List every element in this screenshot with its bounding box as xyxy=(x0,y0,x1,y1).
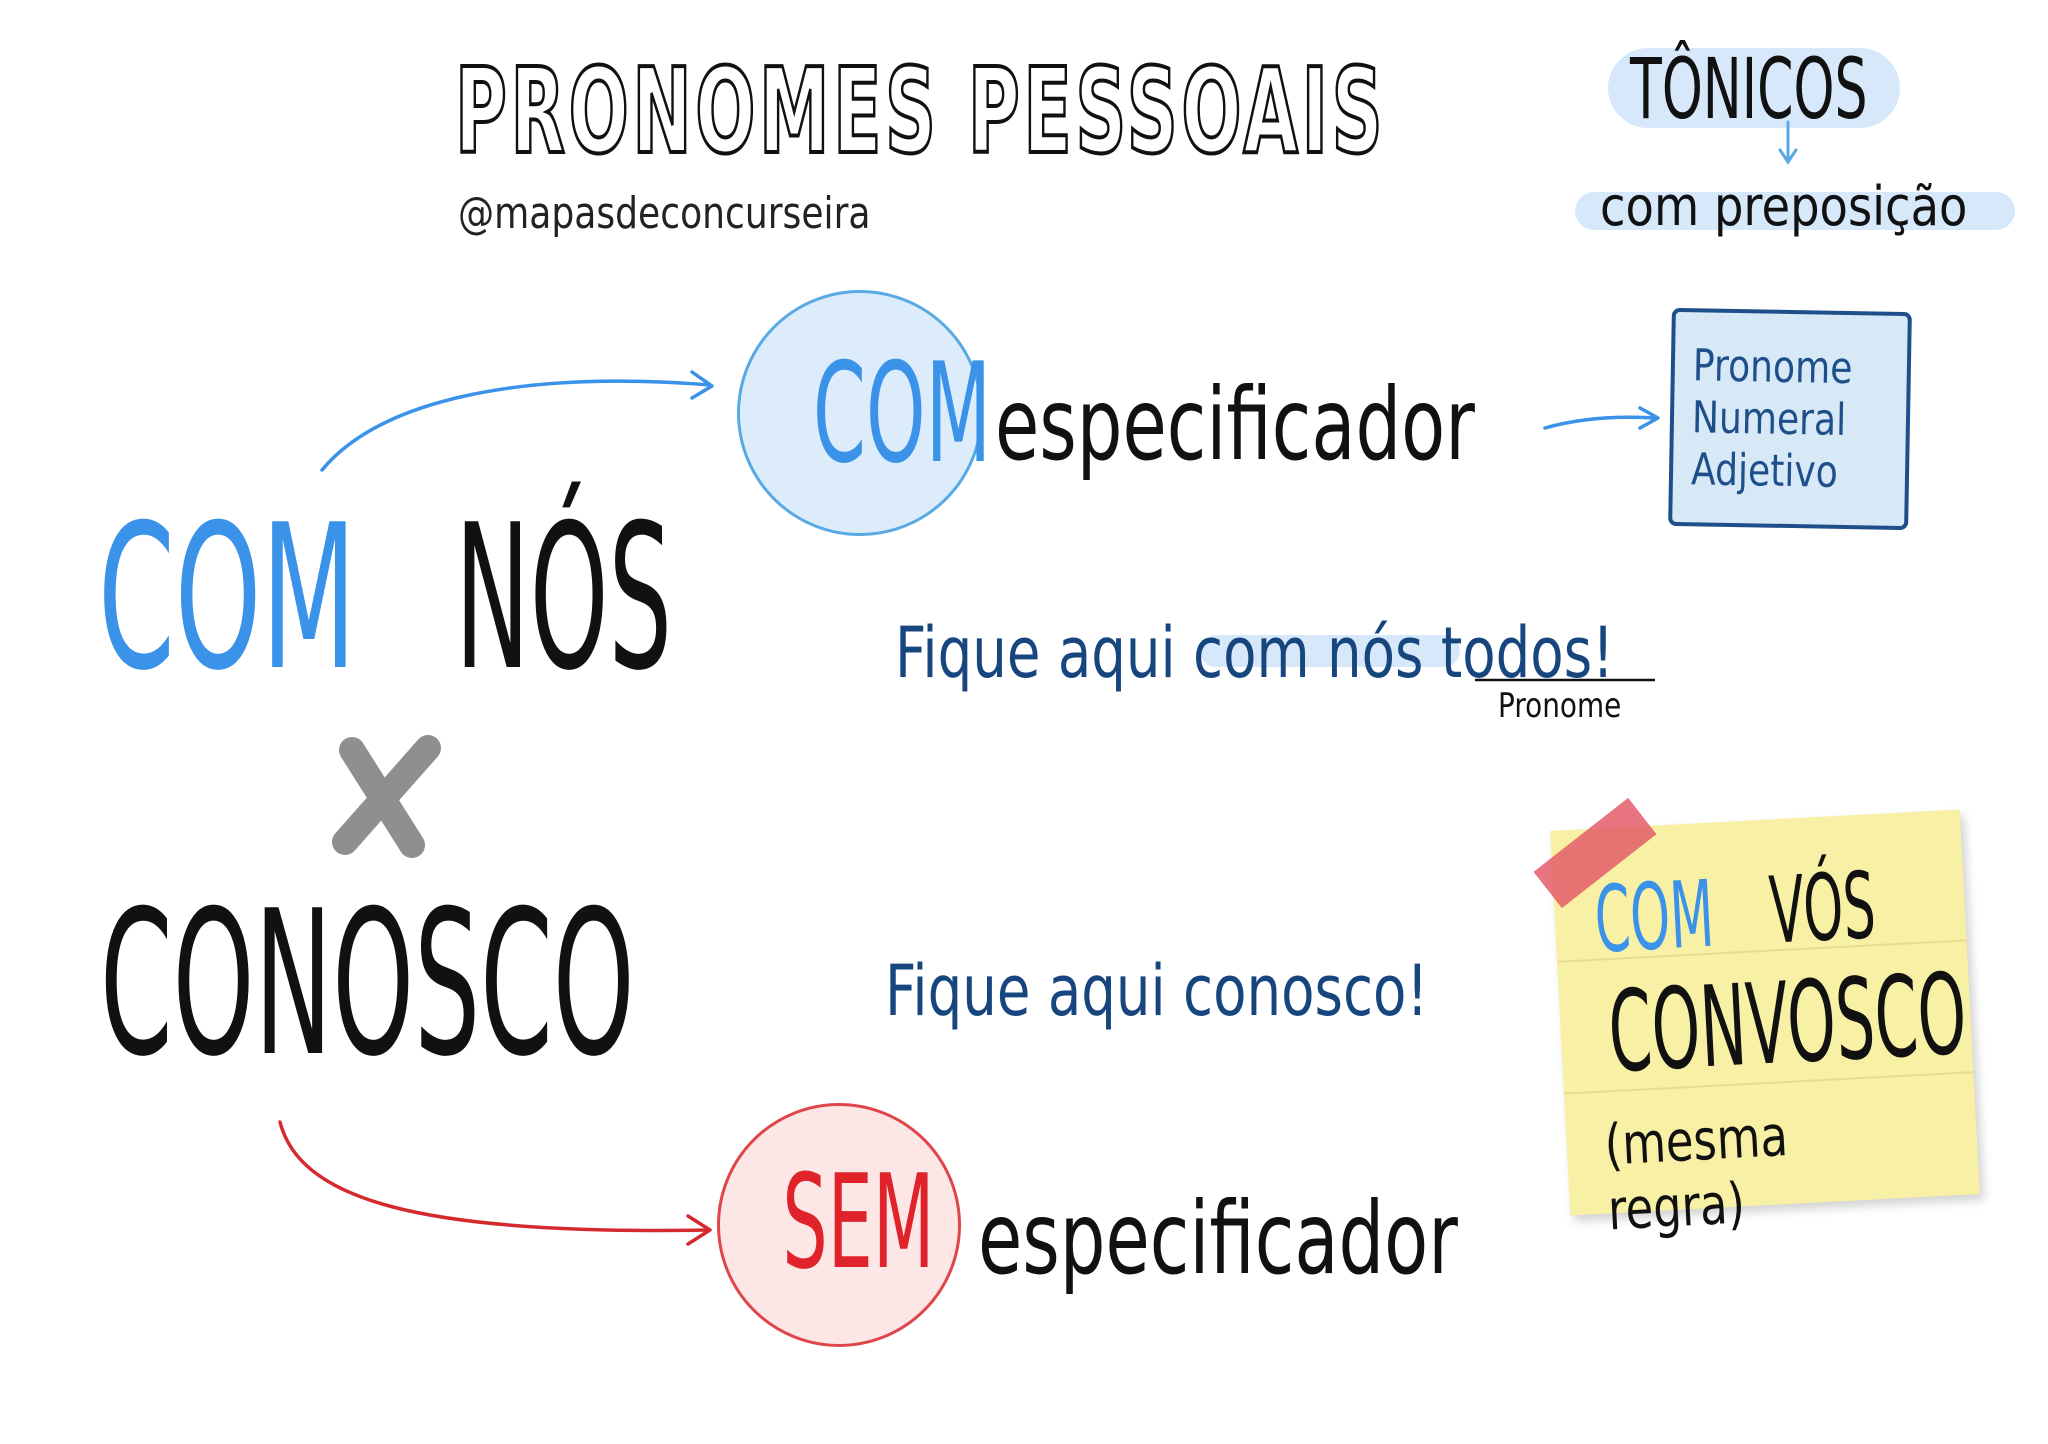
box-arrow-icon xyxy=(1543,406,1660,430)
sem-circle: SEM xyxy=(717,1103,961,1347)
sem-especificador-text: especificador xyxy=(978,1180,1458,1297)
com-circle: COM xyxy=(737,290,992,536)
sticky-note: COM VÓS CONVOSCO (mesma regra) xyxy=(1550,809,1980,1243)
box-line-pronome: Pronome xyxy=(1692,340,1853,395)
specifier-types-box: Pronome Numeral Adjetivo xyxy=(1668,307,1912,531)
example-com-nos: Fique aqui com nós todos! xyxy=(895,612,1615,694)
example-pronome-note: Pronome xyxy=(1498,686,1622,726)
com-branch-arrow-icon xyxy=(320,370,714,472)
example1-highlight xyxy=(1200,635,1460,667)
tonicos-down-arrow-icon xyxy=(1778,120,1798,165)
author-handle: @mapasdeconcurseira xyxy=(458,188,871,239)
preposicao-highlight xyxy=(1575,192,2015,230)
tonicos-subtitle: com preposição xyxy=(1600,175,1968,238)
sticky-vos: VÓS xyxy=(1766,852,1879,965)
versus-x-icon xyxy=(332,735,441,858)
box-line-adjetivo: Adjetivo xyxy=(1690,444,1839,498)
big-conosco-word: CONOSCO xyxy=(100,868,635,1101)
com-circle-label: COM xyxy=(812,333,992,494)
tonicos-highlight xyxy=(1608,48,1900,128)
big-nos-word: NÓS xyxy=(455,482,672,715)
tonicos-label: TÔNICOS xyxy=(1630,40,1868,138)
page-title: PRONOMES PESSOAIS xyxy=(454,42,1387,180)
sticky-mesma-regra: (mesma regra) xyxy=(1603,1104,1790,1244)
sem-branch-arrow-icon xyxy=(278,1120,712,1246)
com-especificador-text: especificador xyxy=(995,366,1475,483)
example-conosco: Fique aqui conosco! xyxy=(885,950,1429,1032)
box-line-numeral: Numeral xyxy=(1691,392,1847,446)
sem-circle-label: SEM xyxy=(782,1146,935,1298)
big-com-word: COM xyxy=(98,482,357,715)
